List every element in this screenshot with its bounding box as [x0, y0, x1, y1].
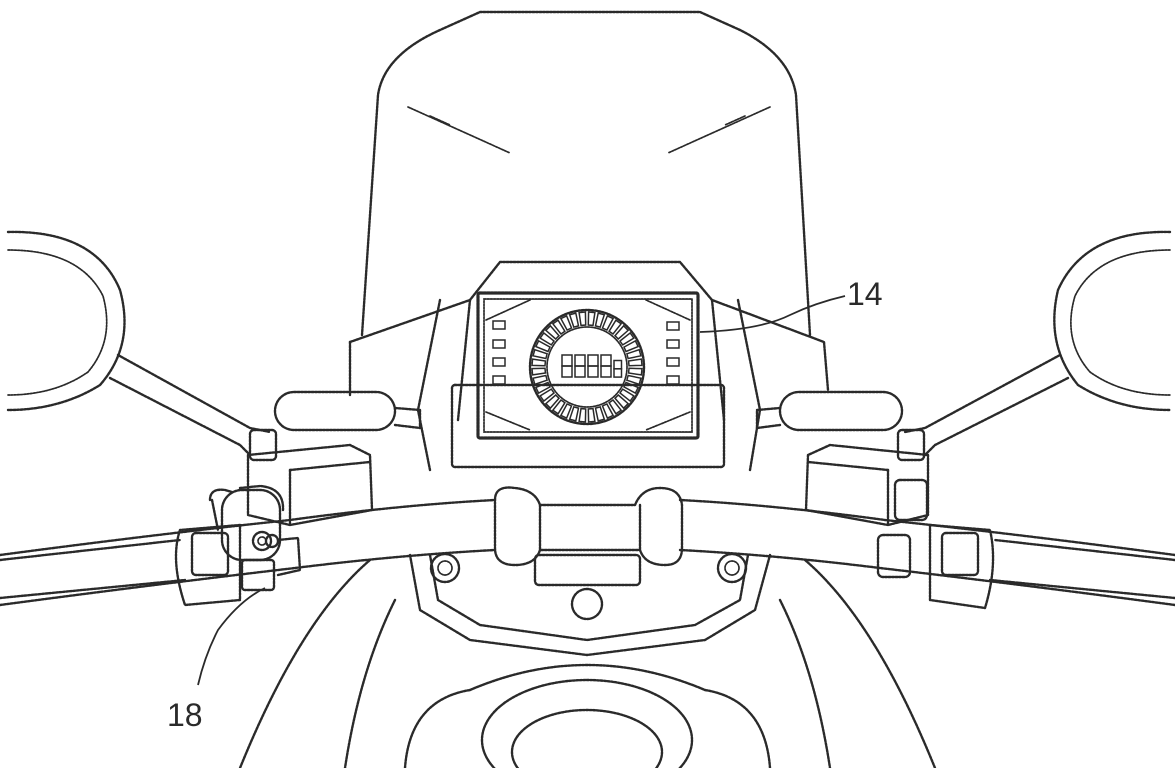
gauge-segment	[531, 367, 547, 376]
gauge-segment	[559, 314, 573, 331]
handlebar-clamp	[493, 486, 684, 587]
gauge-segment	[544, 324, 561, 341]
gauge-segment	[531, 358, 547, 367]
gauge-segment	[568, 312, 580, 328]
gauge-segment	[613, 324, 630, 341]
seven-segment-digit	[587, 354, 599, 378]
gauge-segment	[627, 367, 643, 376]
gauge-segment	[587, 407, 596, 423]
gauge-segment	[623, 339, 640, 353]
gauge-segment	[608, 398, 623, 415]
gauge-segment	[532, 348, 548, 360]
gauge-segment	[568, 406, 580, 422]
gauge-segment	[539, 388, 556, 403]
left-indicator-column	[492, 320, 506, 385]
gauge-segment	[613, 393, 630, 410]
gauge-segment	[551, 398, 566, 415]
gauge-segment	[551, 319, 566, 336]
gauge-segment	[608, 319, 623, 336]
gauge-segment	[534, 381, 551, 395]
gauge-segment	[578, 407, 587, 423]
gauge-segment	[626, 348, 642, 360]
right-turn-signal	[755, 390, 904, 432]
gauge-segment	[544, 393, 561, 410]
leader-line-18	[197, 587, 266, 686]
handlebar-device	[208, 484, 302, 592]
windshield	[360, 10, 812, 337]
gauge-segment	[601, 314, 615, 331]
gauge-segment	[618, 388, 635, 403]
gauge-segment	[532, 374, 548, 386]
seven-segment-digit	[561, 354, 573, 378]
triple-clamp	[408, 552, 772, 657]
gauge-segment	[618, 331, 635, 346]
gauge-segment	[594, 312, 606, 328]
handlebar	[0, 498, 1175, 607]
right-mirror	[896, 230, 1172, 462]
gauge-segment	[578, 311, 587, 327]
dashboard-housing	[348, 260, 830, 472]
seven-segment-digit	[600, 354, 612, 378]
left-turn-signal	[273, 390, 422, 432]
gauge-segment	[601, 403, 615, 420]
gauge-segment	[534, 339, 551, 353]
reference-label-18: 18	[167, 697, 203, 733]
right-grip	[876, 478, 1175, 610]
seven-segment-digit	[613, 359, 623, 378]
reference-label-14: 14	[847, 276, 883, 312]
round-gauge	[528, 308, 646, 426]
seven-segment-digit	[574, 354, 586, 378]
reference-18: 18	[167, 587, 266, 733]
gauge-segment-ring	[531, 311, 643, 423]
fuel-tank	[238, 558, 937, 768]
reference-14: 14	[699, 276, 883, 333]
gauge-segment	[587, 311, 596, 327]
right-indicator-column	[666, 321, 680, 385]
gauge-segment	[594, 406, 606, 422]
gauge-segment	[623, 381, 640, 395]
instrument-display	[476, 291, 700, 440]
gauge-segment	[559, 403, 573, 420]
left-grip	[0, 523, 242, 607]
digit-readout	[561, 354, 623, 378]
gauge-segment	[626, 374, 642, 386]
gauge-segment	[627, 358, 643, 367]
leader-line-14	[699, 295, 846, 333]
left-mirror	[6, 230, 278, 462]
gauge-segment	[539, 331, 556, 346]
